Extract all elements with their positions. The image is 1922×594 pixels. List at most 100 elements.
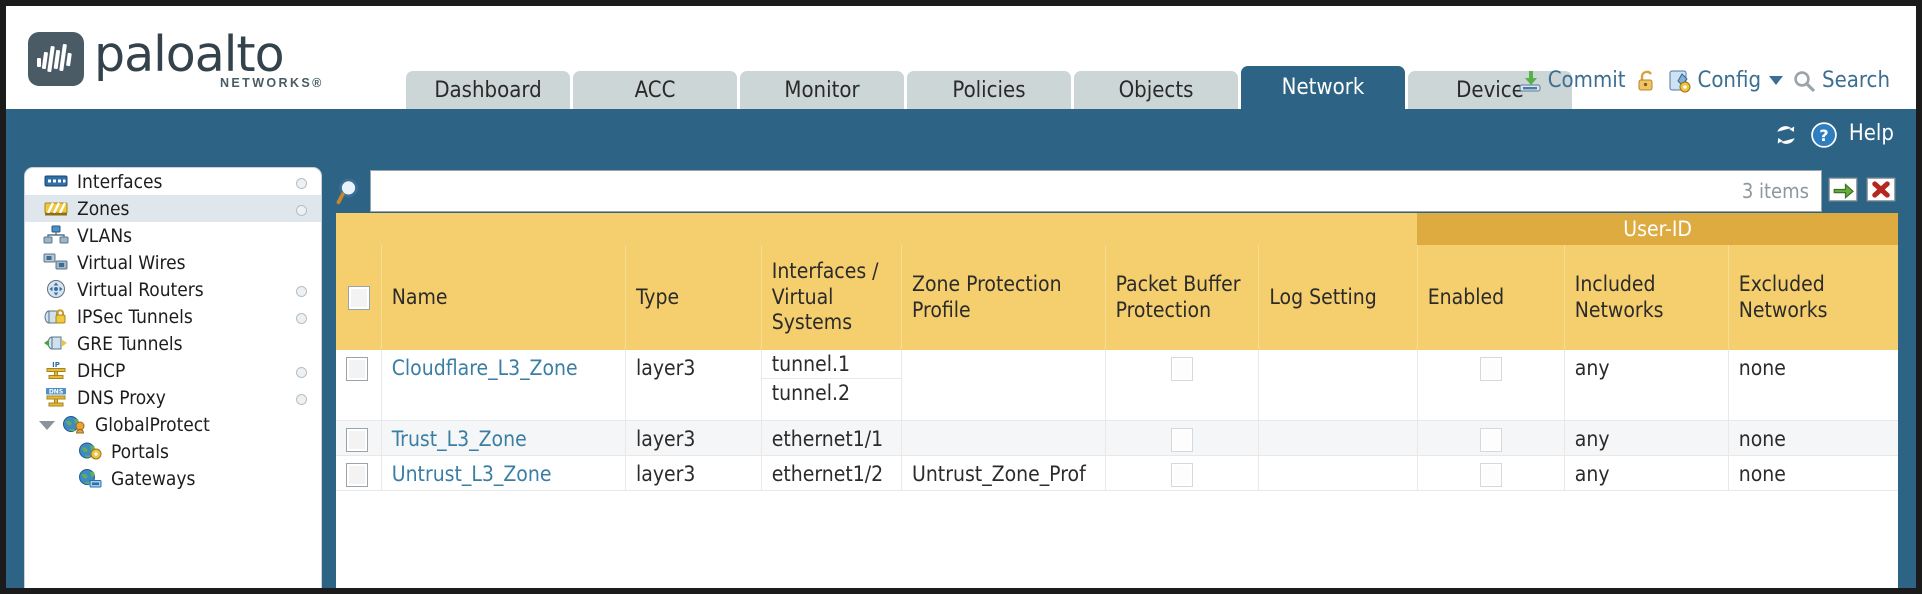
cell-log-setting [1258,455,1418,491]
globalprotect-icon [61,414,87,436]
sidebar-item-vlans[interactable]: VLANs [25,222,321,249]
cell-interfaces: tunnel.1 tunnel.2 [760,350,902,421]
col-header-zone-protection-profile[interactable]: Zone Protection Profile [901,245,1106,350]
sidebar-item-gateways[interactable]: Gateways [25,465,321,492]
cell-included-networks: any [1563,455,1729,491]
zones-icon [43,198,69,220]
config-menu[interactable]: Config [1668,68,1784,93]
row-checkbox[interactable] [346,463,368,487]
col-header-type[interactable]: Type [625,245,762,350]
tab-device[interactable]: Device [1408,71,1572,109]
select-all-checkbox[interactable] [348,285,370,310]
packet-buffer-protection-checkbox[interactable] [1170,428,1193,452]
chevron-down-icon[interactable] [1769,76,1784,85]
tab-acc[interactable]: ACC [573,71,737,109]
table-row[interactable]: Trust_L3_Zone layer3 ethernet1/1 [336,420,1898,456]
expander-triangle-icon[interactable] [39,420,55,430]
cell-type: layer3 [625,350,762,421]
status-dot [296,204,307,216]
sidebar-item-globalprotect[interactable]: GlobalProtect [25,411,321,438]
sidebar-item-label: GlobalProtect [95,413,210,436]
table-row[interactable]: Cloudflare_L3_Zone layer3 tunnel.1 tunne… [336,350,1898,421]
search-icon [1792,69,1816,93]
main-tab-bar[interactable]: Dashboard ACC Monitor Policies Objects N… [406,64,1575,109]
tab-objects[interactable]: Objects [1074,71,1238,109]
logo-mark-icon [28,32,84,86]
cell-name[interactable]: Trust_L3_Zone [380,420,626,456]
col-header-included-networks[interactable]: Included Networks [1563,245,1729,350]
clear-filter-button[interactable] [1866,172,1896,207]
table-row[interactable]: Untrust_L3_Zone layer3 ethernet1/2 Untru… [336,455,1898,491]
sidebar-item-virtual-wires[interactable]: Virtual Wires [25,249,321,276]
padlock-icon[interactable] [1635,69,1659,93]
col-header-excluded-networks[interactable]: Excluded Networks [1727,245,1898,350]
row-select-cell[interactable] [336,350,382,421]
status-dot [296,366,307,378]
group-blank [336,213,1418,245]
paloalto-logo: paloalto NETWORKS® [28,26,321,90]
row-checkbox[interactable] [346,428,368,452]
sidebar-item-label: VLANs [77,224,133,247]
sidebar-item-interfaces[interactable]: Interfaces [25,168,321,195]
logo-subtext: NETWORKS® [220,76,324,90]
filter-search-icon[interactable] [336,176,366,206]
tab-monitor[interactable]: Monitor [740,71,904,109]
cell-userid-enabled[interactable] [1416,420,1565,456]
portals-icon [77,441,103,463]
row-checkbox[interactable] [346,357,368,381]
cell-packet-buffer-protection[interactable] [1104,420,1259,456]
cell-packet-buffer-protection[interactable] [1104,455,1259,491]
cell-type: layer3 [625,455,762,491]
cell-name[interactable]: Cloudflare_L3_Zone [380,350,626,421]
zone-name-link[interactable]: Untrust_L3_Zone [391,462,552,486]
select-all-header[interactable] [336,245,382,350]
col-header-interfaces[interactable]: Interfaces / Virtual Systems [760,245,902,350]
tab-policies[interactable]: Policies [907,71,1071,109]
userid-enabled-checkbox[interactable] [1479,357,1502,381]
sidebar-item-label: Zones [77,197,130,220]
status-dot [296,312,307,324]
cell-userid-enabled[interactable] [1416,350,1565,421]
row-select-cell[interactable] [336,420,382,456]
col-header-log-setting[interactable]: Log Setting [1258,245,1418,350]
sidebar-item-label: Gateways [111,467,196,490]
cell-name[interactable]: Untrust_L3_Zone [380,455,626,491]
packet-buffer-protection-checkbox[interactable] [1170,357,1193,381]
tab-dashboard[interactable]: Dashboard [406,71,570,109]
sidebar-item-zones[interactable]: Zones [25,195,321,222]
packet-buffer-protection-checkbox[interactable] [1170,463,1193,487]
sidebar-item-dns-proxy[interactable]: DNS DNS Proxy [25,384,321,411]
sidebar-item-virtual-routers[interactable]: Virtual Routers [25,276,321,303]
sidebar-item-dhcp[interactable]: IP DHCP [25,357,321,384]
userid-enabled-checkbox[interactable] [1479,463,1502,487]
gateways-icon [77,468,103,490]
virtual-routers-icon [43,279,69,301]
search-input[interactable]: 3 items [370,170,1822,212]
items-count: 3 items [1741,179,1809,203]
row-select-cell[interactable] [336,455,382,491]
cell-excluded-networks: none [1727,420,1898,456]
help-label[interactable]: Help [1848,121,1894,146]
search-button[interactable]: Search [1792,68,1890,93]
refresh-icon[interactable] [1773,122,1797,146]
userid-enabled-checkbox[interactable] [1479,428,1502,452]
cell-zone-protection-profile [901,420,1106,456]
apply-filter-button[interactable] [1828,172,1858,207]
tab-network[interactable]: Network [1241,66,1405,109]
zone-name-link[interactable]: Cloudflare_L3_Zone [391,356,578,380]
sidebar-item-portals[interactable]: Portals [25,438,321,465]
sidebar-item-label: DHCP [77,359,126,382]
sidebar-item-gre-tunnels[interactable]: GRE Tunnels [25,330,321,357]
help-icon[interactable]: ? [1811,121,1837,148]
col-header-packet-buffer-protection[interactable]: Packet Buffer Protection [1104,245,1259,350]
sidebar-item-ipsec-tunnels[interactable]: IPSec Tunnels [25,303,321,330]
col-header-enabled[interactable]: Enabled [1416,245,1565,350]
cell-userid-enabled[interactable] [1416,455,1565,491]
zone-name-link[interactable]: Trust_L3_Zone [391,427,527,451]
zones-table: User-ID Name Type Interfaces / Virtual S… [336,213,1898,588]
commit-button[interactable]: Commit [1518,68,1626,93]
commit-icon [1518,69,1542,93]
col-header-name[interactable]: Name [380,245,626,350]
vlans-icon [43,225,69,247]
cell-packet-buffer-protection[interactable] [1104,350,1259,421]
